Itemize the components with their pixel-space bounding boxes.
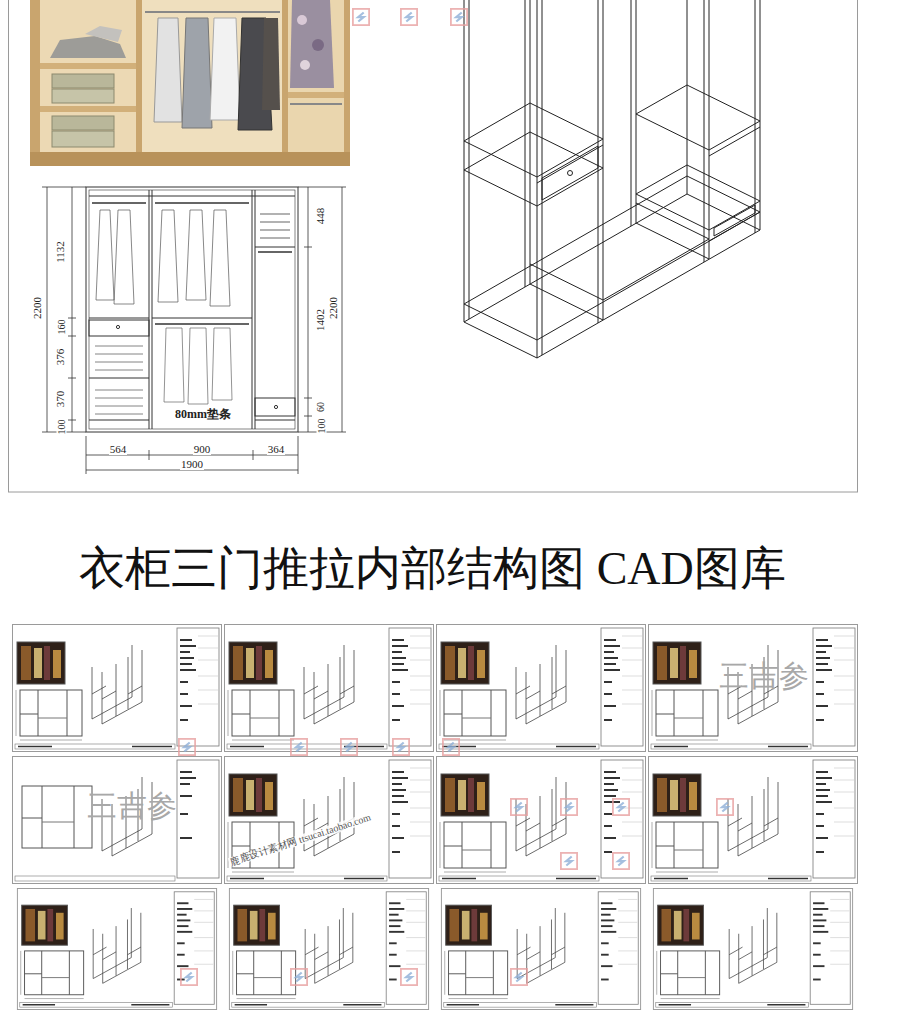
title-text: 衣柜三门推拉内部结构图 CAD图库 xyxy=(79,543,786,594)
watermark-text: 三吉参 xyxy=(86,791,178,821)
thumbnail xyxy=(13,757,222,884)
dimension-label: 1402 xyxy=(311,308,327,332)
thumbnail xyxy=(649,757,858,884)
dimension-label: 2200 xyxy=(28,296,44,320)
isometric-frame xyxy=(464,0,760,358)
elevation-drawing xyxy=(42,187,346,474)
dimension-text: 2200 xyxy=(328,296,339,320)
thumbnail xyxy=(649,625,858,752)
frame xyxy=(9,0,858,492)
dimension-text: 1132 xyxy=(55,240,66,264)
dimension-label: 100 xyxy=(51,419,67,436)
watermark: 三吉参 xyxy=(86,791,178,821)
thumbnail xyxy=(225,757,434,884)
watermark-text: 三吉参 xyxy=(718,661,810,691)
dimension-text: 100 xyxy=(56,419,66,436)
thumbnail xyxy=(437,625,646,752)
dimension-text: 60 xyxy=(316,401,326,413)
dimension-text: 370 xyxy=(55,390,66,409)
dimension-text: 900 xyxy=(193,444,212,455)
dimension-label: 370 xyxy=(51,390,67,409)
dimension-text: 2200 xyxy=(32,296,43,320)
wardrobe-photo xyxy=(30,0,350,166)
dimension-text: 1402 xyxy=(315,308,326,332)
dimension-label: 448 xyxy=(311,207,327,226)
thumbnail xyxy=(17,888,216,1009)
thumbnail xyxy=(229,888,428,1009)
dimension-label: 2200 xyxy=(324,296,340,320)
dimension-label: 160 xyxy=(51,319,67,336)
thumbnail xyxy=(653,888,852,1009)
page-title: 衣柜三门推拉内部结构图 CAD图库 xyxy=(0,538,865,600)
watermark-logo xyxy=(179,9,733,985)
thumbnail xyxy=(441,888,640,1009)
dimension-label: 80mm垫条 xyxy=(174,405,232,421)
dimension-text: 80mm垫条 xyxy=(174,408,232,420)
dimension-label: 900 xyxy=(193,440,212,456)
thumbnail xyxy=(437,757,646,884)
dimension-label: 60 xyxy=(311,401,327,413)
dimension-label: 1900 xyxy=(180,455,204,471)
dimension-text: 364 xyxy=(267,444,286,455)
dimension-label: 376 xyxy=(51,348,67,367)
dimension-text: 448 xyxy=(315,207,326,226)
watermark: 三吉参 xyxy=(718,661,810,691)
thumbnail xyxy=(13,625,222,752)
dimension-label: 100 xyxy=(311,418,327,435)
dimension-label: 1132 xyxy=(51,240,67,264)
dimension-text: 1900 xyxy=(180,459,204,470)
dimension-label: 364 xyxy=(267,440,286,456)
dimension-text: 160 xyxy=(56,319,66,336)
thumbnail-grid xyxy=(13,625,858,1010)
dimension-text: 100 xyxy=(316,418,326,435)
dimension-text: 376 xyxy=(55,348,66,367)
dimension-label: 564 xyxy=(109,440,128,456)
thumbnail xyxy=(225,625,434,752)
dimension-text: 564 xyxy=(109,444,128,455)
